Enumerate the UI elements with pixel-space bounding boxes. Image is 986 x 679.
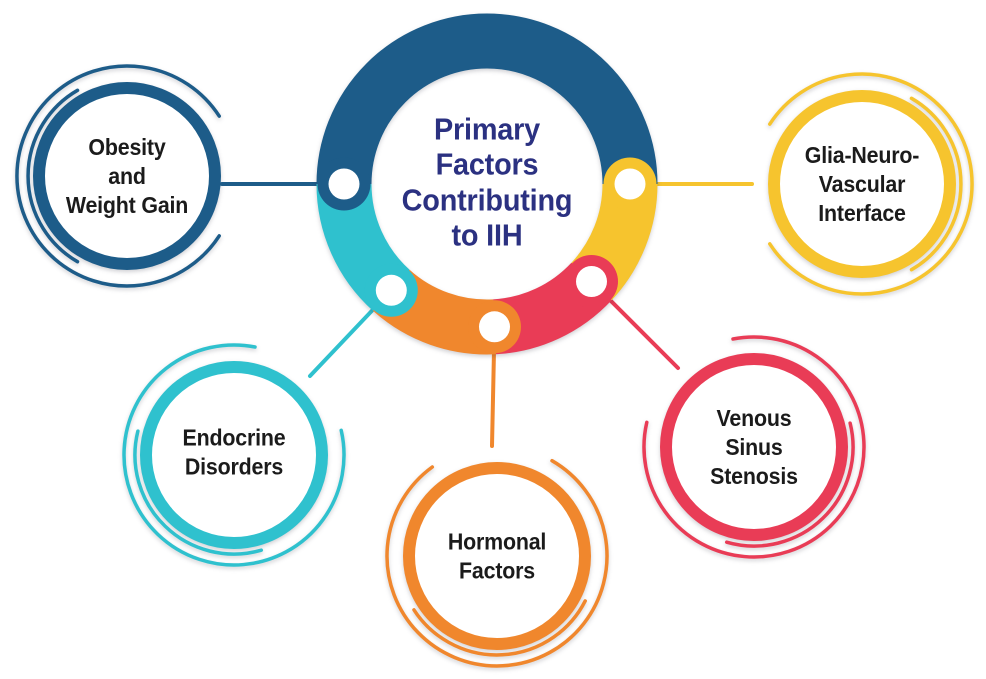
obesity-label: Obesity and Weight Gain	[65, 133, 189, 218]
endocrine-label: Endocrine Disorders	[182, 424, 286, 479]
hormonal-ring	[403, 462, 591, 650]
endocrine-circle	[122, 343, 346, 567]
endocrine-outer-arc	[122, 343, 346, 567]
hub-node-dot-left	[328, 168, 360, 200]
hormonal-inner-arc	[412, 599, 587, 657]
venous-outer-arc	[642, 335, 866, 559]
hormonal-label: Hormonal Factors	[447, 528, 547, 583]
obesity-inner-arc	[26, 88, 80, 264]
venous-ring	[660, 353, 848, 541]
glia-circle	[768, 72, 974, 296]
hub-node-dot-bottom	[479, 311, 510, 343]
obesity-ring	[33, 82, 221, 270]
glia-ring	[768, 90, 956, 278]
hub-segment-blue	[316, 13, 658, 185]
endocrine-inner-arc	[133, 429, 264, 556]
hub-node-dot-bottom-right	[576, 266, 607, 297]
obesity-circle	[15, 64, 221, 288]
endocrine-ring	[140, 361, 328, 549]
hub-node-dot-right	[614, 168, 646, 200]
hub-node-dot-bottom-left	[375, 274, 407, 306]
hormonal-outer-arc	[385, 458, 609, 668]
obesity-outer-arc	[15, 64, 221, 288]
glia-outer-arc	[768, 72, 974, 296]
venous-label: Venous Sinus Stenosis	[710, 404, 798, 489]
glia-label: Glia-Neuro- Vascular Interface	[804, 141, 920, 226]
center-title: Primary Factors Contributing to IIH	[401, 111, 573, 253]
satellite-circles	[15, 64, 974, 668]
glia-inner-arc	[909, 96, 963, 272]
hormonal-circle	[385, 458, 609, 668]
center-hub	[316, 13, 658, 355]
venous-circle	[642, 335, 866, 559]
venous-inner-arc	[724, 421, 855, 548]
